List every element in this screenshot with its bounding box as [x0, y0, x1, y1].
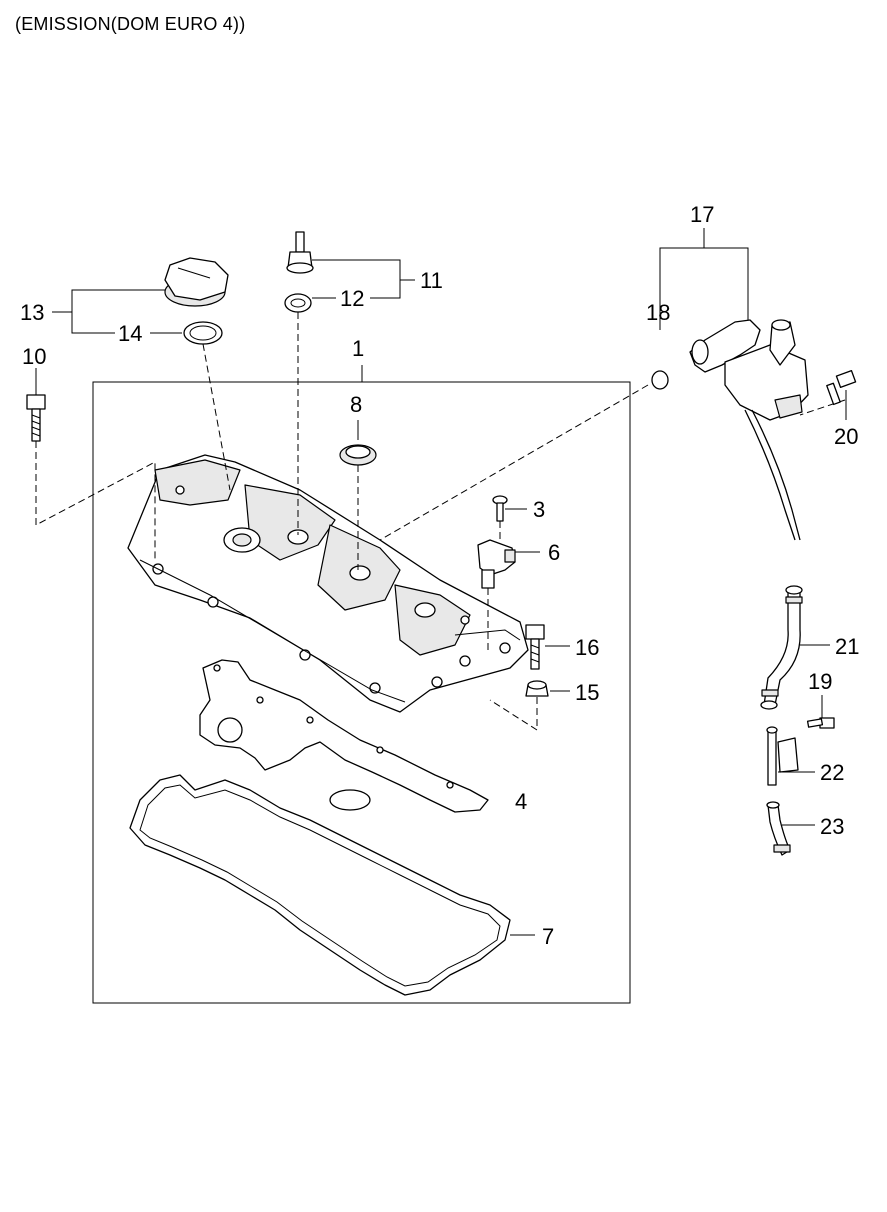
hose-21[interactable] — [760, 585, 803, 710]
callout-4: 4 — [515, 789, 527, 814]
callout-23: 23 — [820, 814, 844, 839]
callout-15: 15 — [575, 680, 599, 705]
breather-fitting[interactable] — [286, 231, 314, 274]
pipe-bracket-22[interactable] — [766, 726, 799, 786]
hose-23[interactable] — [766, 801, 791, 856]
oil-cap-gasket[interactable] — [183, 321, 223, 345]
callout-7: 7 — [542, 924, 554, 949]
callout-20: 20 — [834, 424, 858, 449]
cylinder-head-cover[interactable] — [127, 454, 529, 713]
callout-19: 19 — [808, 669, 832, 694]
gasket-7[interactable] — [129, 774, 511, 996]
callout-16: 16 — [575, 635, 599, 660]
oil-seal-8[interactable] — [339, 444, 377, 466]
bolt-3[interactable] — [492, 495, 508, 522]
callout-13: 13 — [20, 300, 44, 325]
gasket-4[interactable] — [199, 659, 489, 813]
oil-filler-cap[interactable] — [164, 257, 229, 307]
callout-6: 6 — [548, 540, 560, 565]
diagram-title: (EMISSION(DOM EURO 4)) — [15, 14, 246, 34]
callout-14: 14 — [118, 321, 142, 346]
callout-22: 22 — [820, 760, 844, 785]
bolt-16[interactable] — [525, 624, 545, 670]
callout-18: 18 — [646, 300, 670, 325]
callout-10: 10 — [22, 344, 46, 369]
bolt-10[interactable] — [26, 394, 46, 442]
callout-1: 1 — [352, 336, 364, 361]
callout-21: 21 — [835, 634, 859, 659]
callout-3: 3 — [533, 497, 545, 522]
bolt-19[interactable] — [806, 717, 835, 729]
breather-gasket[interactable] — [284, 293, 312, 313]
sensor-6[interactable] — [477, 539, 516, 589]
nut-15[interactable] — [525, 680, 549, 697]
pcv-ring-18[interactable] — [651, 370, 669, 390]
callout-17: 17 — [690, 202, 714, 227]
callout-11: 11 — [420, 268, 443, 293]
callout-8: 8 — [350, 392, 362, 417]
callout-12: 12 — [340, 286, 364, 311]
oil-separator-17[interactable] — [689, 319, 809, 541]
bolt-20[interactable] — [826, 369, 857, 406]
